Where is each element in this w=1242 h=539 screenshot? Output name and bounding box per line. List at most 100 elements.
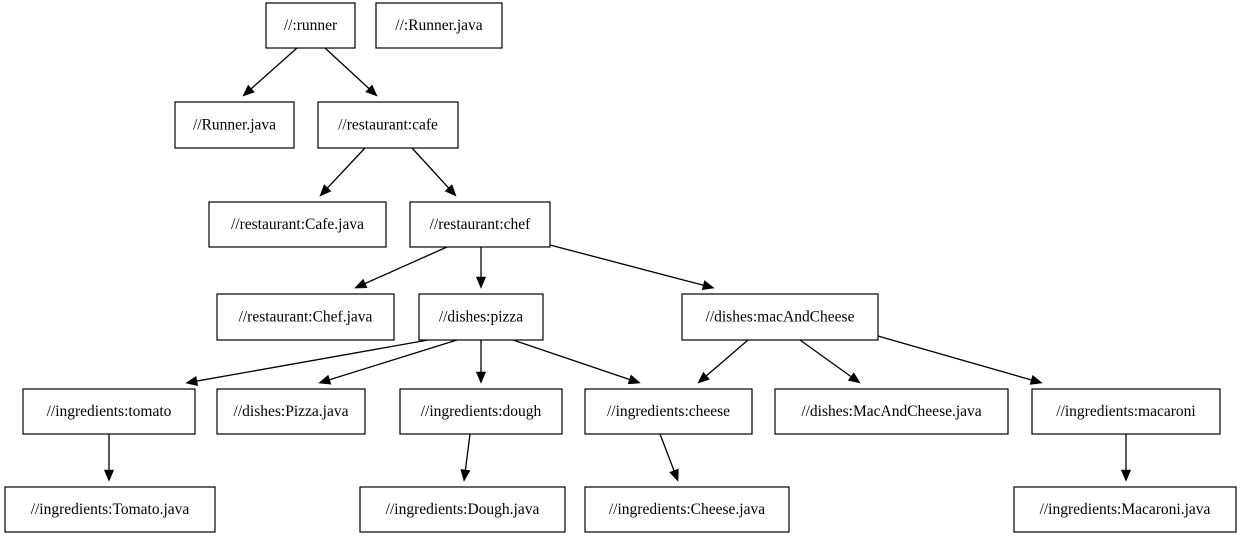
edge-arrowhead-icon — [319, 184, 332, 197]
graph-edge — [877, 335, 1043, 385]
node-box[interactable] — [1031, 388, 1221, 435]
graph-edge — [411, 147, 457, 197]
node-box[interactable] — [375, 2, 503, 49]
node-box[interactable] — [359, 486, 566, 533]
edge-arrowhead-icon — [475, 276, 487, 289]
node-box[interactable] — [22, 388, 196, 435]
edge-line — [324, 47, 370, 90]
graph-node-tomato_java[interactable]: //ingredients:Tomato.java — [4, 486, 216, 533]
edge-line — [512, 339, 630, 381]
edge-arrowhead-icon — [1120, 469, 1132, 482]
edge-arrowhead-icon — [847, 372, 861, 384]
node-label: //restaurant:Cafe.java — [231, 216, 364, 233]
node-label: //ingredients:tomato — [47, 403, 172, 420]
graph-node-macaroni_java[interactable]: //ingredients:Macaroni.java — [1013, 486, 1237, 533]
graph-edge — [549, 244, 715, 291]
node-box[interactable] — [584, 486, 790, 533]
node-box[interactable] — [216, 388, 366, 435]
graph-edge — [1120, 434, 1132, 482]
node-box[interactable] — [418, 293, 544, 341]
graph-node-dishes_pizza[interactable]: //dishes:pizza — [418, 293, 544, 341]
edge-arrowhead-icon — [185, 376, 199, 386]
node-box[interactable] — [4, 486, 216, 533]
node-label: //Runner.java — [193, 117, 276, 134]
node-box[interactable] — [265, 2, 356, 49]
edge-arrowhead-icon — [697, 371, 710, 384]
edge-line — [877, 335, 1032, 381]
edge-line — [549, 244, 704, 286]
graph-edge — [318, 339, 458, 385]
node-box[interactable] — [681, 293, 879, 341]
graph-node-dough_java[interactable]: //ingredients:Dough.java — [359, 486, 566, 533]
edge-line — [659, 433, 675, 471]
node-box[interactable] — [409, 201, 551, 248]
graph-edge — [659, 433, 679, 482]
graph-edge — [319, 147, 366, 197]
node-label: //ingredients:Cheese.java — [609, 501, 765, 518]
node-label: //ingredients:Macaroni.java — [1040, 501, 1211, 518]
graph-node-chef_java[interactable]: //restaurant:Chef.java — [216, 293, 395, 341]
node-label: //ingredients:Tomato.java — [31, 501, 190, 518]
graph-edge — [354, 246, 448, 289]
graph-edge — [103, 434, 115, 482]
node-box[interactable] — [216, 293, 395, 341]
graph-node-runner_java_root[interactable]: //:Runner.java — [375, 2, 503, 49]
graph-edge — [697, 339, 749, 384]
graph-node-runner_java[interactable]: //Runner.java — [174, 101, 295, 149]
edge-line — [411, 147, 450, 189]
graph-node-ing_macaroni[interactable]: //ingredients:macaroni — [1031, 388, 1221, 435]
graph-edge — [324, 47, 378, 97]
nodes-layer: //:runner //:Runner.java //Runner.java //re… — [4, 2, 1237, 533]
edge-arrowhead-icon — [318, 374, 332, 385]
graph-edge — [799, 339, 861, 384]
edge-line — [250, 47, 298, 90]
node-label: //restaurant:chef — [430, 216, 532, 233]
node-box[interactable] — [584, 388, 753, 435]
node-label: //ingredients:macaroni — [1056, 403, 1196, 420]
node-box[interactable] — [208, 201, 387, 248]
edge-arrowhead-icon — [1029, 375, 1043, 385]
edge-arrowhead-icon — [444, 184, 457, 197]
node-box[interactable] — [317, 101, 459, 149]
edge-line — [364, 246, 448, 285]
graph-node-restaurant_chef[interactable]: //restaurant:chef — [409, 201, 551, 248]
graph-edge — [242, 47, 298, 97]
graph-node-cafe_java[interactable]: //restaurant:Cafe.java — [208, 201, 387, 248]
node-box[interactable] — [774, 388, 1009, 435]
node-label: //dishes:Pizza.java — [234, 403, 349, 420]
node-box[interactable] — [174, 101, 295, 149]
graph-node-dishes_mac[interactable]: //dishes:macAndCheese — [681, 293, 879, 341]
edge-line — [327, 147, 366, 189]
edge-arrowhead-icon — [627, 374, 641, 385]
node-box[interactable] — [399, 388, 563, 435]
edge-arrowhead-icon — [669, 468, 679, 482]
graph-node-ing_dough[interactable]: //ingredients:dough — [399, 388, 563, 435]
graph-node-cheese_java[interactable]: //ingredients:Cheese.java — [584, 486, 790, 533]
edge-line — [329, 339, 458, 381]
graph-node-mac_java[interactable]: //dishes:MacAndCheese.java — [774, 388, 1009, 435]
edge-arrowhead-icon — [103, 469, 115, 482]
graph-edge — [475, 340, 487, 384]
node-label: //ingredients:cheese — [607, 403, 730, 420]
node-box[interactable] — [1013, 486, 1237, 533]
node-label: //:Runner.java — [395, 17, 483, 34]
node-label: //ingredients:dough — [421, 403, 542, 420]
edge-arrowhead-icon — [242, 84, 255, 97]
node-label: //:runner — [284, 17, 338, 34]
edge-arrowhead-icon — [365, 84, 378, 97]
edge-arrowhead-icon — [354, 278, 368, 289]
graph-node-pizza_java[interactable]: //dishes:Pizza.java — [216, 388, 366, 435]
edge-arrowhead-icon — [475, 371, 487, 384]
node-label: //dishes:macAndCheese — [706, 309, 855, 326]
graph-edge — [185, 339, 429, 386]
graph-node-ing_cheese[interactable]: //ingredients:cheese — [584, 388, 753, 435]
edges-layer — [103, 47, 1132, 482]
edge-line — [705, 339, 749, 377]
graph-edge — [512, 339, 641, 385]
node-label: //restaurant:cafe — [338, 117, 438, 134]
graph-node-ing_tomato[interactable]: //ingredients:tomato — [22, 388, 196, 435]
edge-line — [464, 433, 471, 471]
graph-node-restaurant_cafe[interactable]: //restaurant:cafe — [317, 101, 459, 149]
node-label: //ingredients:Dough.java — [386, 501, 540, 518]
graph-node-runner[interactable]: //:runner — [265, 2, 356, 49]
